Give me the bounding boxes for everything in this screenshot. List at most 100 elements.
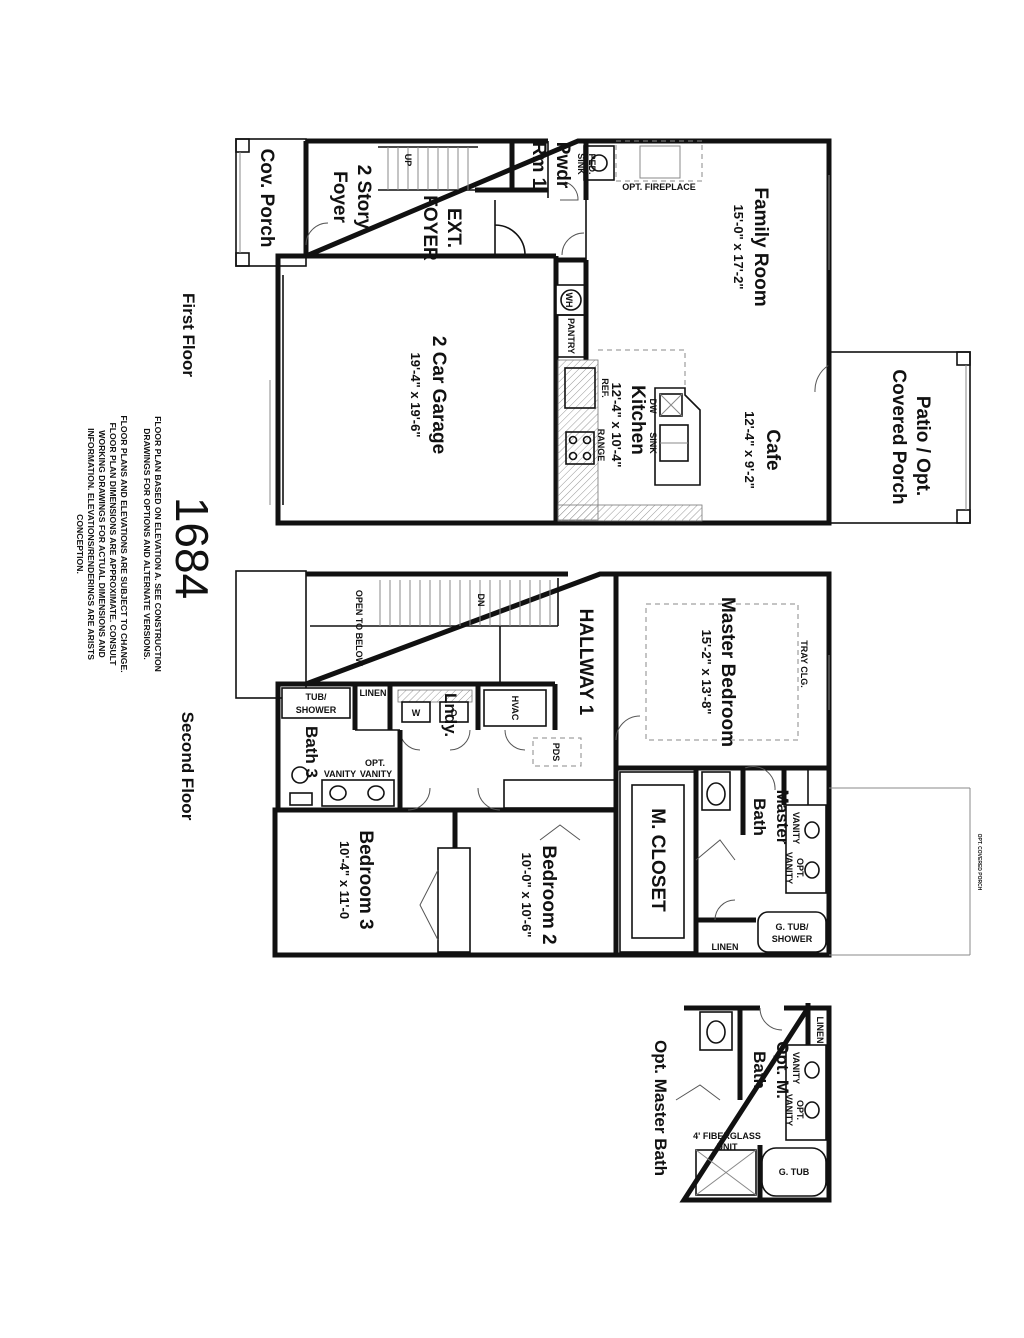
label-dw: DW [648, 399, 658, 414]
label-master-opt: OPT. [795, 858, 805, 878]
label-family-room-dims: 15'-0" x 17'-2" [731, 204, 746, 289]
note-line-2: DRAWINGS FOR OPTIONS AND ALTERNATE VERSI… [142, 428, 152, 660]
label-patio-line1: Patio / Opt. [912, 396, 933, 496]
title-second-floor: Second Floor [178, 712, 197, 821]
label-washer: W [412, 708, 421, 718]
label-garage-dims: 19'-4" x 19'-6" [408, 352, 423, 437]
note-line-4: FLOOR PLAN DIMENSIONS ARE APPROXIMATE. C… [108, 422, 118, 666]
label-opt-g-tub: G. TUB [779, 1167, 810, 1177]
first-floor-stair [387, 147, 469, 190]
label-hallway: HALLWAY 1 [575, 609, 596, 716]
label-bedroom3-dims: 10'-4" x 11'-0 [337, 841, 352, 919]
porch-roof-outline [235, 570, 307, 699]
label-opt-bath-opt-vanity: VANITY [784, 1094, 794, 1126]
label-pwdr-line1: Pwdr [552, 142, 573, 189]
label-bedroom2: Bedroom 2 [538, 845, 559, 944]
label-m-closet: M. CLOSET [647, 808, 668, 912]
label-ext-foyer-line2: FOYER [419, 195, 440, 261]
label-master-linen: LINEN [712, 942, 739, 952]
dryer [439, 701, 469, 723]
label-pds: PDS [551, 743, 561, 762]
opt-master-bath-plan [675, 1003, 832, 1203]
master-toilet [701, 771, 731, 811]
label-patio-line2: Covered Porch [888, 369, 909, 504]
label-ped: PED. [587, 153, 597, 174]
label-cafe-dims: 12'-4" x 9'-2" [742, 411, 757, 489]
hvac-unit [483, 689, 547, 727]
pds-outline [532, 737, 582, 767]
first-floor-plan [235, 138, 971, 526]
label-opt-linen: LINEN [815, 1017, 825, 1044]
label-master-opt-vanity: VANITY [784, 852, 794, 884]
note-line-3: FLOOR PLANS AND ELEVATIONS ARE SUBJECT T… [119, 415, 129, 672]
label-cafe: Cafe [762, 429, 783, 470]
label-ref: REF. [600, 378, 610, 398]
label-pwdr-line2: Rm 1 [528, 142, 549, 189]
patio-outline [828, 351, 971, 524]
label-master-bedroom-dims: 15'-2" x 13'-8" [699, 629, 714, 714]
label-tub: TUB/ [306, 692, 327, 702]
label-hvac: HVAC [510, 696, 520, 721]
bath3-vanity [321, 779, 395, 807]
label-linen-2f: LINEN [360, 688, 387, 698]
label-kitchen-dims: 12'-4" x 10'-4" [609, 382, 624, 467]
label-fiberglass-line2: UNIT [717, 1142, 738, 1152]
opt-bath-vanity [785, 1044, 827, 1141]
opt-bath-toilet [699, 1011, 733, 1051]
ref-space [564, 367, 596, 409]
note-line-5: WORKING DRAWINGS FOR ACTUAL DIMENSIONS A… [97, 430, 107, 657]
label-opt-fireplace: OPT. FIREPLACE [622, 182, 696, 192]
tub-shower-fixture [281, 687, 351, 719]
label-lndy: Lndy. [441, 693, 460, 737]
label-cov-porch: Cov. Porch [256, 149, 277, 248]
note-line-7: CONCEPTION. [75, 514, 85, 574]
kitchen-counter [557, 359, 599, 521]
label-up: UP [403, 154, 413, 167]
label-bath3-vanity-1: VANITY [324, 769, 356, 779]
label-fiberglass-line1: 4' FIBERGLASS [693, 1131, 761, 1141]
label-ext-foyer-line1: EXT. [443, 208, 464, 248]
label-dn: DN [476, 594, 486, 607]
label-foyer-line2: Foyer [329, 171, 350, 223]
label-bedroom2-dims: 10'-0" x 10'-6" [519, 852, 534, 937]
label-bath3-opt: OPT. [365, 758, 385, 768]
label-g-tub-shower: SHOWER [772, 934, 813, 944]
label-range: RANGE [596, 429, 606, 462]
label-kitchen: Kitchen [627, 385, 648, 455]
note-line-6: INFORMATION. ELEVATIONS/RENDERINGS ARE A… [86, 428, 96, 660]
fiberglass-shower [695, 1149, 757, 1196]
model-number: 1684 [166, 497, 218, 599]
tray-ceiling-outline [645, 603, 799, 741]
label-g-tub: G. TUB/ [776, 922, 809, 932]
label-shower: SHOWER [296, 705, 337, 715]
bedroom3-closet [437, 847, 471, 953]
label-master-bedroom: Master Bedroom [717, 597, 738, 747]
title-first-floor: First Floor [179, 293, 198, 377]
label-master-vanity: VANITY [791, 812, 801, 844]
range-cooktop [565, 431, 595, 465]
label-opt-bath-opt: OPT. [795, 1100, 805, 1120]
opt-fireplace [615, 140, 703, 182]
label-opt-covered-porch: OPT. COVERED PORCH [976, 834, 982, 891]
label-open-to-below: OPEN TO BELOW [354, 590, 364, 667]
label-bath3: Bath 3 [302, 726, 321, 778]
label-sink: SINK [576, 153, 586, 175]
washer [401, 701, 431, 723]
label-tray-clg: TRAY CLG. [799, 640, 809, 688]
label-family-room: Family Room [750, 187, 771, 306]
label-pantry: PANTRY [566, 318, 576, 354]
kitchen-island [654, 387, 701, 486]
note-line-1: FLOOR PLAN BASED ON ELEVATION A. SEE CON… [153, 416, 163, 672]
second-floor-stair [379, 580, 551, 626]
label-opt-m-bath-line2: Bath [750, 1051, 769, 1089]
label-bath3-vanity-2: VANITY [360, 769, 392, 779]
second-floor-plan [235, 570, 971, 958]
label-master-bath-line2: Bath [750, 798, 769, 836]
label-opt-m-bath-line1: Opt. M. [773, 1041, 792, 1099]
title-opt-master-bath: Opt. Master Bath [651, 1040, 670, 1176]
label-garage: 2 Car Garage [428, 336, 449, 454]
label-wh: WH [564, 293, 574, 308]
label-kitchen-sink: SINK [648, 432, 658, 454]
label-bedroom3: Bedroom 3 [355, 830, 376, 929]
